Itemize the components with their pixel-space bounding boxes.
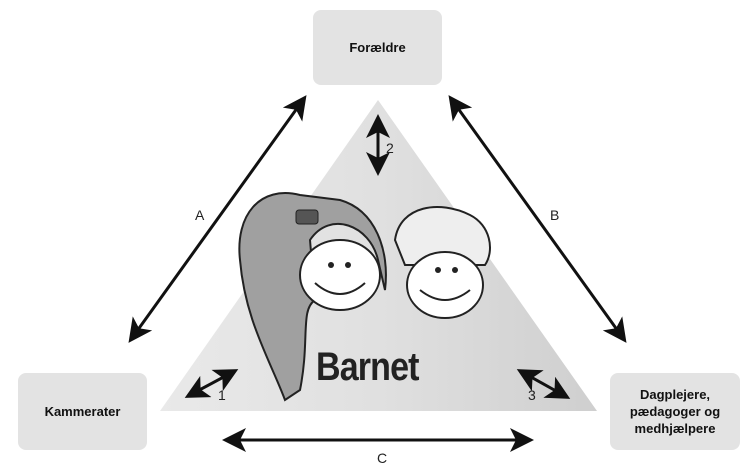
node-foraeldre: Forældre xyxy=(313,10,442,85)
node-label: Kammerater xyxy=(44,404,121,419)
center-label: Barnet xyxy=(316,345,419,389)
node-label-line: Dagplejere, xyxy=(639,387,711,402)
node-dagplejere: Dagplejere, pædagoger og medhjælpere xyxy=(610,373,740,450)
inner-label-1: 1 xyxy=(218,387,226,403)
node-label-line: pædagoger og xyxy=(629,404,721,419)
edge-label-b: B xyxy=(550,207,560,223)
node-kammerater: Kammerater xyxy=(18,373,147,450)
edge-label-a: A xyxy=(195,207,205,223)
node-label-line: medhjælpere xyxy=(634,421,716,436)
arrow-b xyxy=(448,95,627,343)
arrow-3 xyxy=(516,369,571,399)
arrow-1 xyxy=(184,369,239,398)
inner-label-2: 2 xyxy=(386,140,394,156)
node-label: Forældre xyxy=(349,40,406,55)
girl-illustration xyxy=(238,192,387,402)
edge-label-c: C xyxy=(377,450,388,466)
arrow-a xyxy=(128,95,307,343)
inner-label-3: 3 xyxy=(528,387,536,403)
boy-illustration xyxy=(393,206,491,319)
